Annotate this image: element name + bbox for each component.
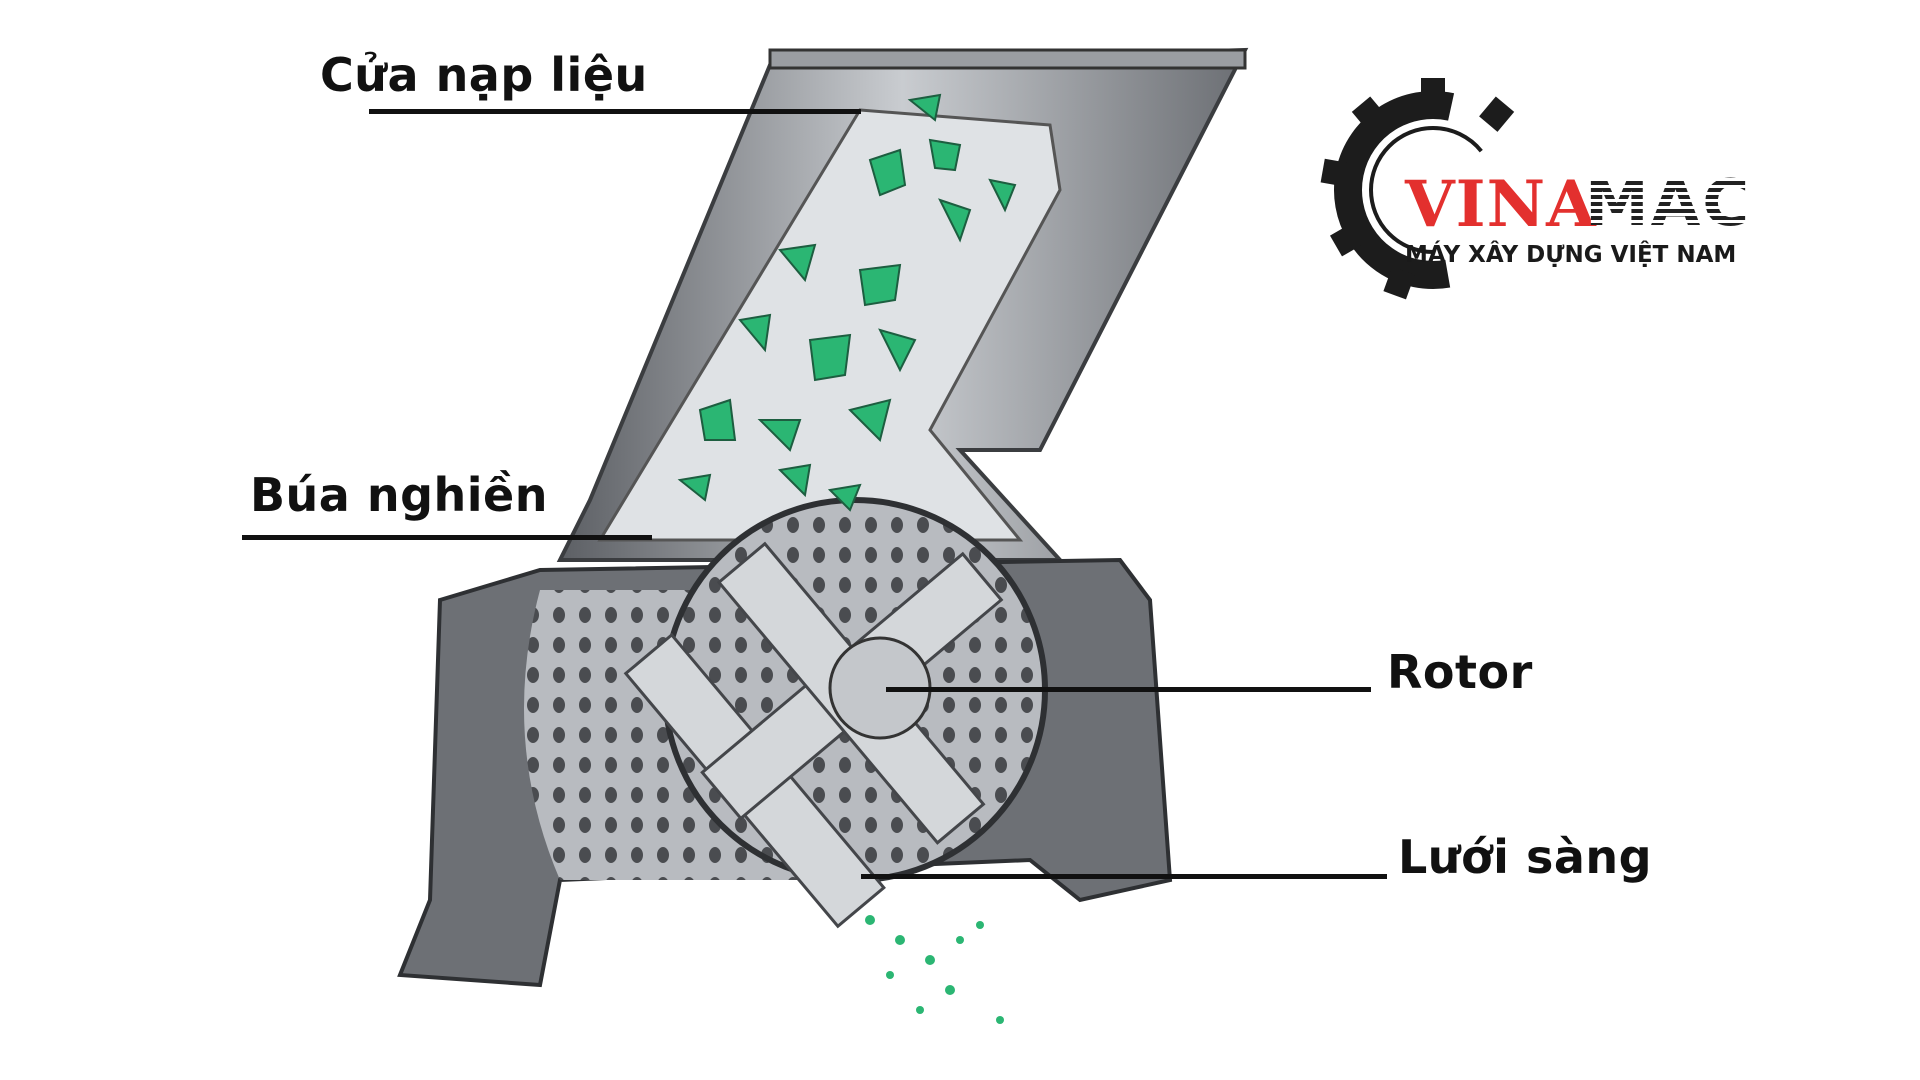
- leader-line-screen: [861, 874, 1387, 879]
- logo-tagline: MÁY XÂY DỰNG VIỆT NAM: [1405, 242, 1737, 268]
- vinamac-logo: VINA MAC MÁY XÂY DỰNG VIỆT NAM: [1320, 92, 1749, 282]
- label-rotor: Rotor: [1387, 645, 1533, 699]
- leader-line-hammer: [242, 535, 652, 540]
- feed-particles: [677, 93, 1017, 512]
- leader-line-rotor: [886, 687, 1371, 692]
- output-particles: [865, 915, 1004, 1024]
- label-screen: Lưới sàng: [1398, 830, 1653, 884]
- logo-brand-red: VINA: [1405, 167, 1597, 242]
- label-feed-inlet: Cửa nạp liệu: [320, 48, 648, 102]
- leader-line-feed-inlet: [369, 109, 861, 114]
- logo-brand-dark: MAC: [1585, 167, 1752, 241]
- label-hammer: Búa nghiền: [250, 468, 549, 522]
